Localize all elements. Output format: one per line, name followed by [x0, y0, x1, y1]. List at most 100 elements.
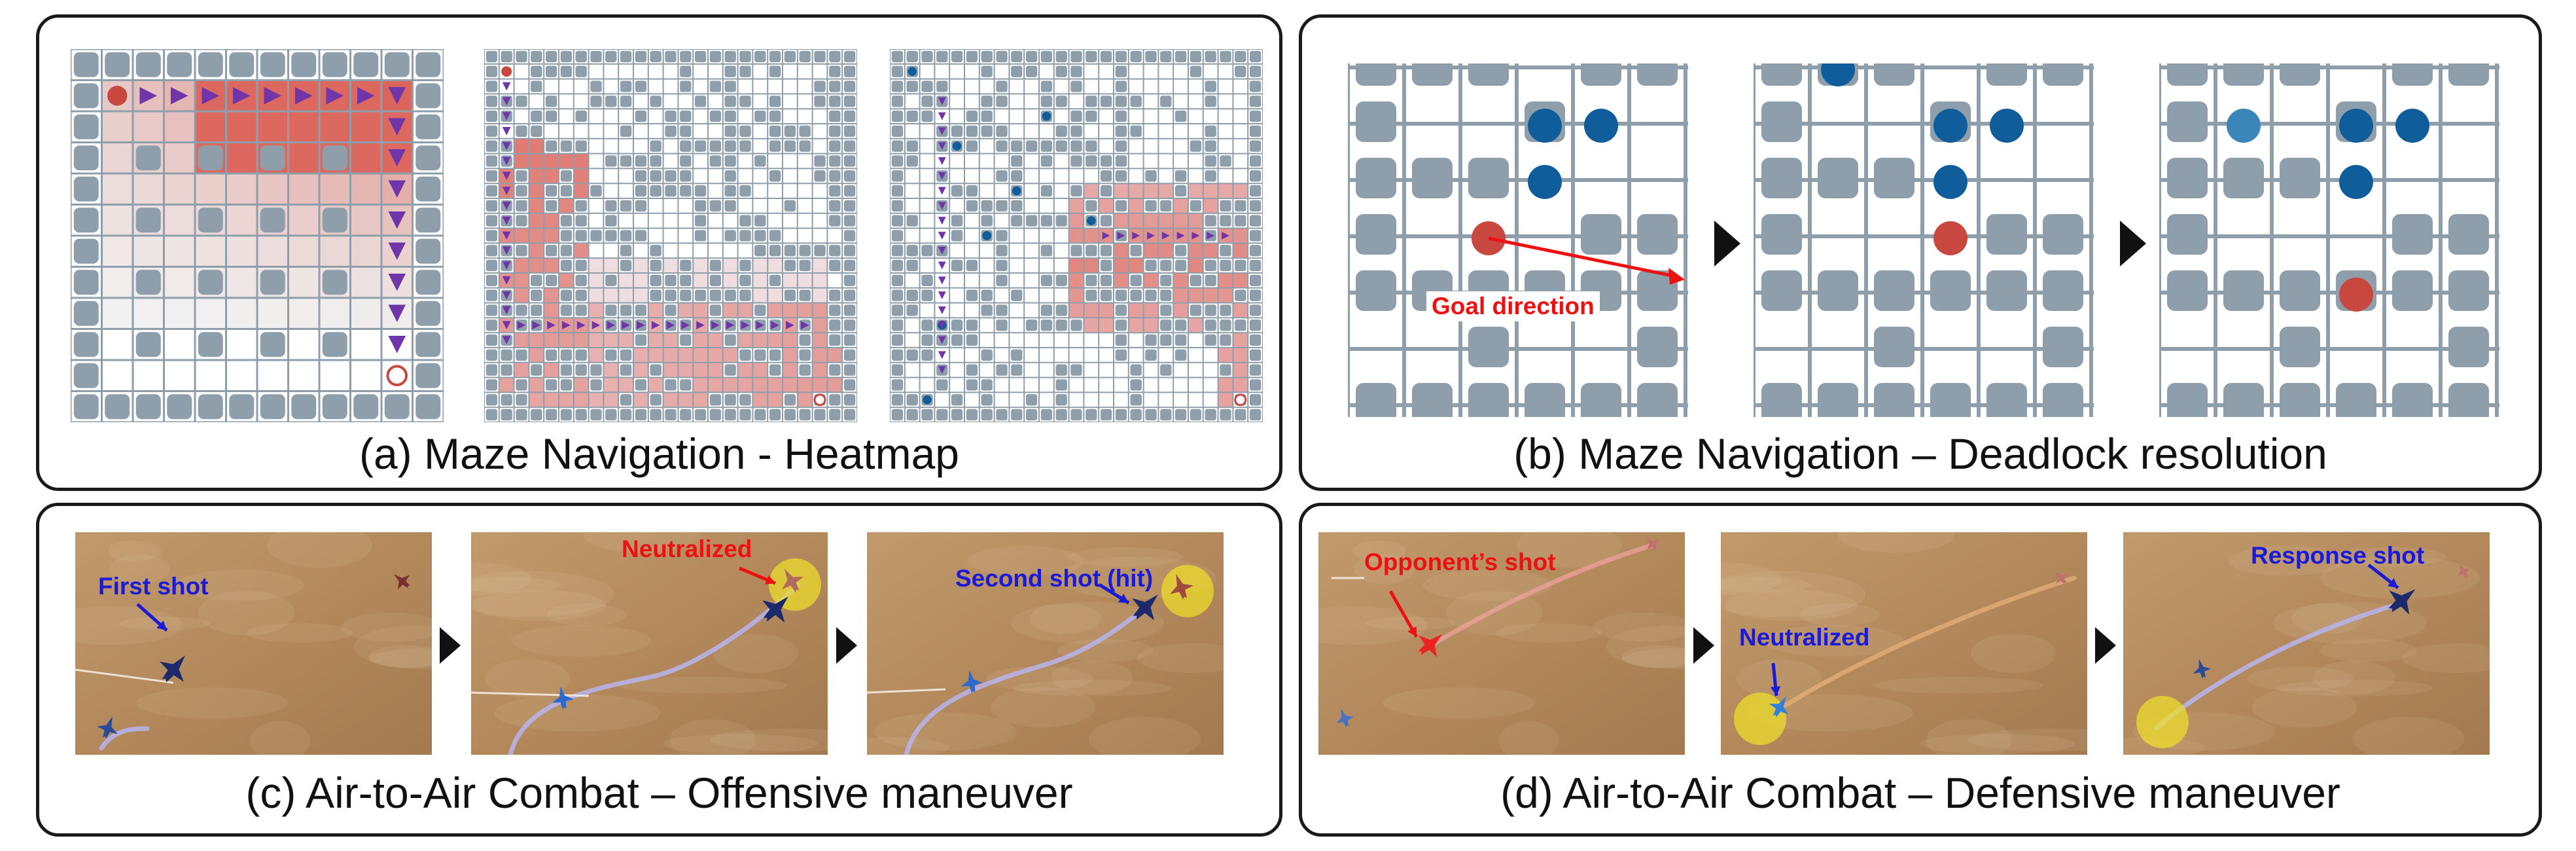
- wall-block: [1160, 408, 1172, 421]
- wall-block: [516, 200, 527, 212]
- wall-block: [590, 96, 602, 107]
- wall-block: [814, 408, 826, 421]
- dune: [1837, 532, 1954, 553]
- wall-block: [724, 155, 736, 167]
- path-triangle: [938, 142, 946, 151]
- dune: [1926, 719, 2012, 755]
- wall-block: [921, 96, 933, 107]
- wall-block: [1055, 304, 1067, 316]
- wall-block: [1174, 349, 1187, 361]
- wall-block: [1249, 394, 1262, 406]
- wall-block: [1130, 96, 1142, 107]
- wall-block: [709, 200, 722, 212]
- wall-block: [981, 289, 993, 301]
- heat-cell: [1173, 287, 1188, 303]
- wall-block: [501, 349, 512, 361]
- aircraft-icon: [1646, 537, 1659, 551]
- path-triangle: [502, 127, 511, 136]
- goal-direction-label: Goal direction: [1426, 291, 1600, 321]
- path-triangle: [502, 202, 511, 210]
- heat-cell: [812, 377, 828, 393]
- wall-block: [560, 304, 573, 316]
- wall-block: [135, 208, 161, 233]
- wall-block: [415, 208, 441, 233]
- wall-block: [485, 140, 498, 152]
- wall-block: [829, 200, 841, 212]
- wall-block: [709, 408, 722, 421]
- path-triangle: [1161, 232, 1170, 240]
- arrowhead-icon: [765, 575, 775, 585]
- wall-block: [605, 200, 617, 212]
- wall-block: [260, 145, 285, 171]
- heat-cell: [812, 348, 828, 363]
- wall-block: [966, 319, 978, 331]
- dune: [246, 623, 353, 643]
- wall-block: [724, 230, 736, 242]
- path-triangle: [938, 336, 946, 344]
- wall-block: [73, 394, 99, 420]
- wall-block: [891, 245, 904, 257]
- heat-cell: [1068, 198, 1084, 213]
- heat-cell: [663, 333, 679, 348]
- heat-cell: [827, 348, 843, 363]
- heat-cell: [257, 111, 289, 143]
- heat-cell: [573, 183, 589, 198]
- heat-cell: [708, 333, 723, 348]
- heat-cell: [588, 273, 604, 288]
- wall-block: [1085, 289, 1097, 301]
- wall-block: [1174, 245, 1187, 257]
- path-triangle: [502, 246, 511, 255]
- wall-block: [516, 185, 527, 197]
- wall-block: [1130, 408, 1142, 421]
- wall-block: [966, 140, 978, 152]
- heat-cell: [1158, 213, 1174, 228]
- dune: [710, 728, 828, 751]
- wall-block: [650, 140, 662, 152]
- path-triangle: [170, 86, 188, 105]
- wall-block: [981, 304, 993, 316]
- wall-block: [891, 274, 904, 287]
- heat-cell: [812, 333, 828, 348]
- wall-block: [415, 332, 441, 357]
- path-triangle: [938, 261, 946, 270]
- dune: [1919, 734, 2075, 754]
- heat-cell: [693, 377, 708, 393]
- wall-block: [680, 334, 692, 346]
- next-arrow-icon: [2095, 627, 2116, 664]
- wall-block: [891, 364, 904, 376]
- heat-cell: [1068, 213, 1084, 228]
- wall-block: [353, 394, 379, 420]
- wall-block: [1100, 245, 1112, 257]
- wall-block: [1145, 200, 1157, 212]
- wall-block: [694, 230, 707, 242]
- wall-block: [575, 200, 587, 212]
- heat-cell: [559, 392, 574, 408]
- wall-block: [620, 125, 632, 137]
- wall-block: [575, 349, 587, 361]
- wall-block: [1249, 304, 1262, 316]
- heat-cell: [1233, 302, 1248, 318]
- heat-cell: [1143, 243, 1159, 259]
- wall-block: [516, 170, 527, 182]
- wall-block: [73, 145, 99, 171]
- heat-cell: [1233, 362, 1248, 378]
- heat-cell: [1068, 273, 1084, 288]
- wall-block: [754, 408, 766, 421]
- wall-block: [485, 349, 498, 361]
- wall-block: [650, 289, 662, 301]
- path-triangle: [696, 321, 705, 330]
- dune: [1013, 679, 1172, 697]
- wall-block: [575, 408, 587, 421]
- heat-cell: [693, 362, 708, 378]
- heat-cell: [133, 298, 164, 329]
- wall-block: [545, 408, 557, 421]
- wall-block: [560, 379, 573, 391]
- heat-cell: [164, 204, 195, 236]
- heat-cell: [783, 377, 798, 393]
- wall-block: [1115, 65, 1127, 77]
- panel-b-deadlock-resolution: Goal direction (b) Maze Navigation – Dea…: [1299, 14, 2542, 491]
- wall-block: [891, 215, 904, 226]
- wall-block: [891, 334, 904, 346]
- wall-block: [635, 200, 647, 212]
- heat-cell: [768, 258, 783, 273]
